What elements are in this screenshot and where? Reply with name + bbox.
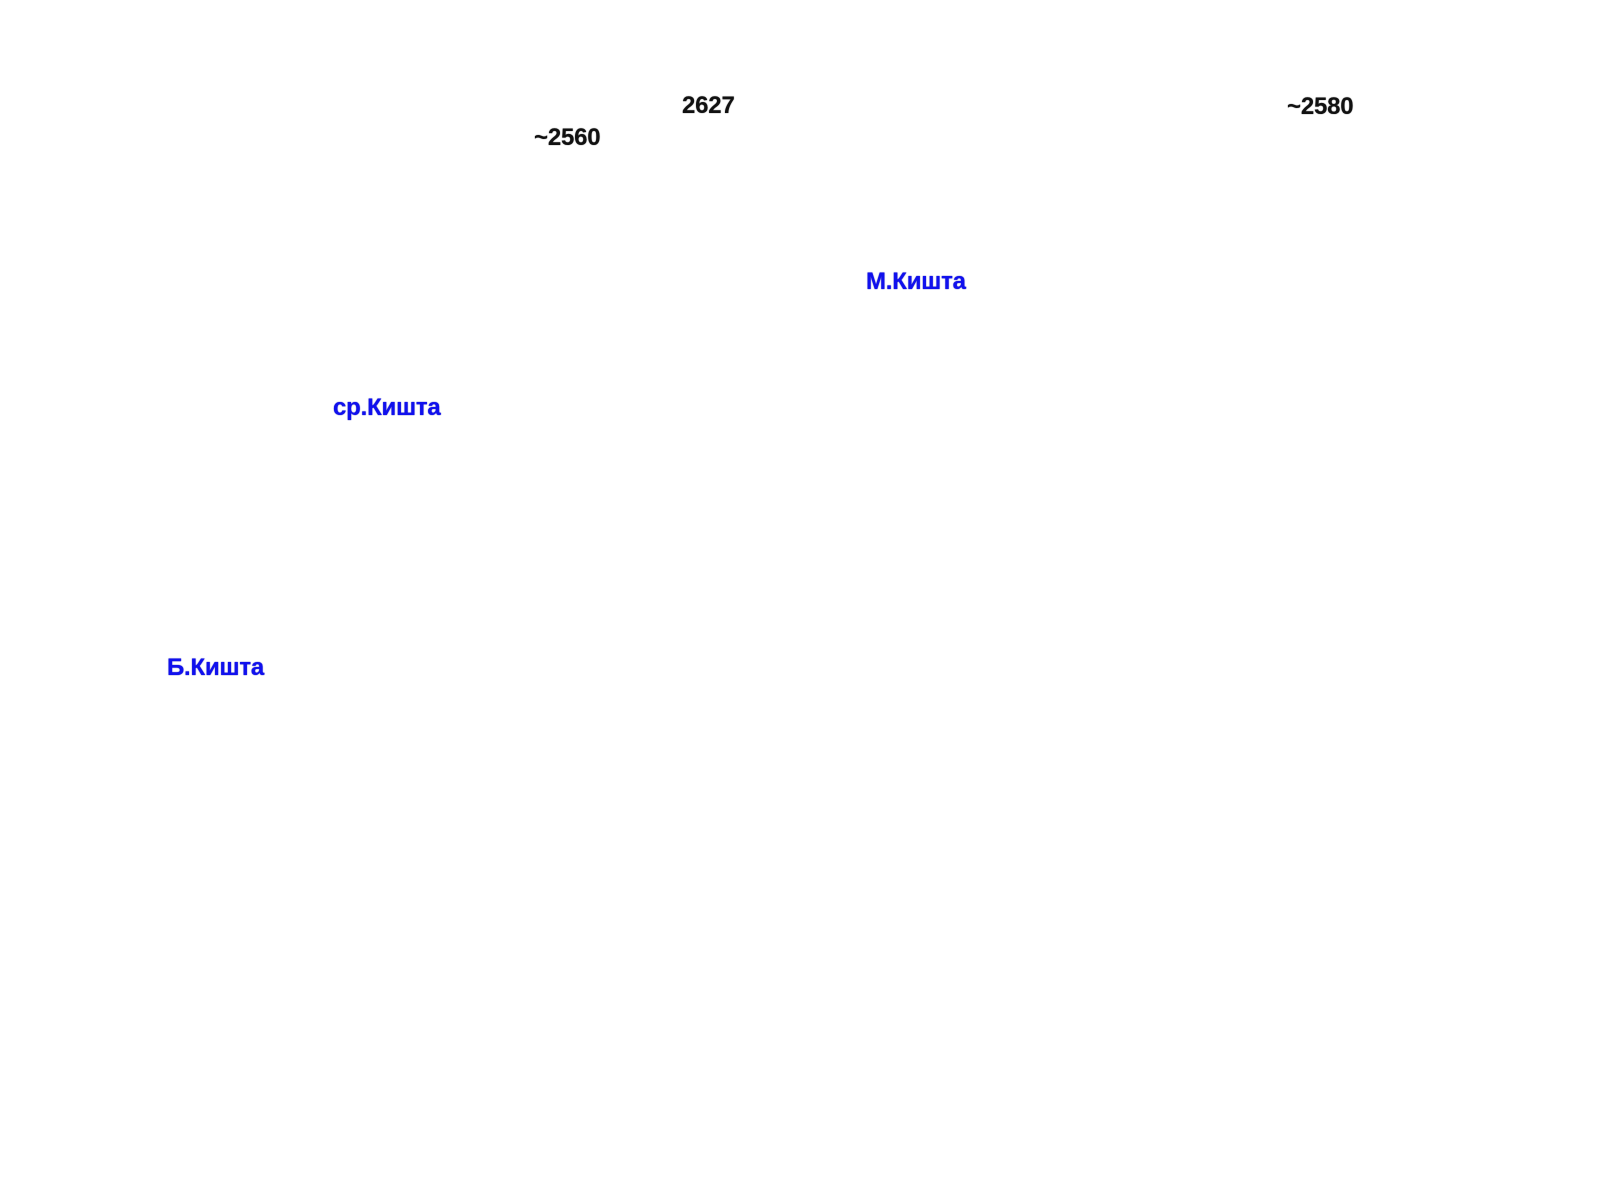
elevation-label-2580: ~2580 <box>1287 93 1354 120</box>
place-label-m-kishta: М.Кишта <box>866 268 966 295</box>
place-label-sr-kishta: ср.Кишта <box>333 394 441 421</box>
elevation-label-2627: 2627 <box>682 92 735 119</box>
place-label-b-kishta: Б.Кишта <box>167 654 265 681</box>
elevation-label-2560: ~2560 <box>534 124 601 151</box>
